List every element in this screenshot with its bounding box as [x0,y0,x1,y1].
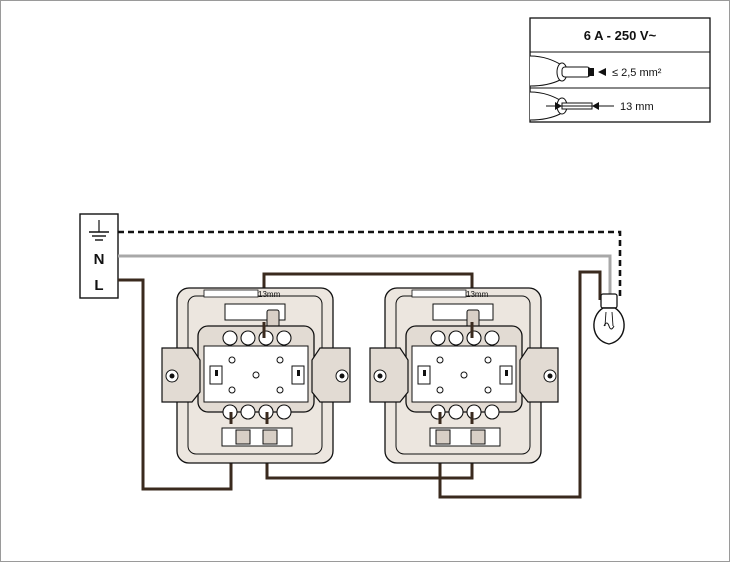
switch-left: 13mm [161,287,351,464]
strip-length-text: 13 mm [620,101,654,113]
switch-right: 13mm [369,287,559,464]
neutral-wire [118,254,612,300]
lamp-icon [593,293,625,345]
switched-wire [438,270,602,499]
phase-label: L [94,277,103,294]
spec-box: 6 A - 250 V~ ≤ 2,5 mm² 13 mm [529,17,711,123]
wire-ends [229,322,474,424]
wire-measure-icon [529,91,614,121]
rating-text: 6 A - 250 V~ [584,28,657,43]
wire-stripped-icon [529,55,606,87]
wire-section-text: ≤ 2,5 mm² [612,67,662,79]
earth-wire [118,230,622,298]
neutral-label: N [94,251,105,268]
ground-icon [89,220,109,241]
strip-label: 13mm [466,290,489,299]
strip-label: 13mm [258,290,281,299]
terminal-block: N L [79,213,119,299]
